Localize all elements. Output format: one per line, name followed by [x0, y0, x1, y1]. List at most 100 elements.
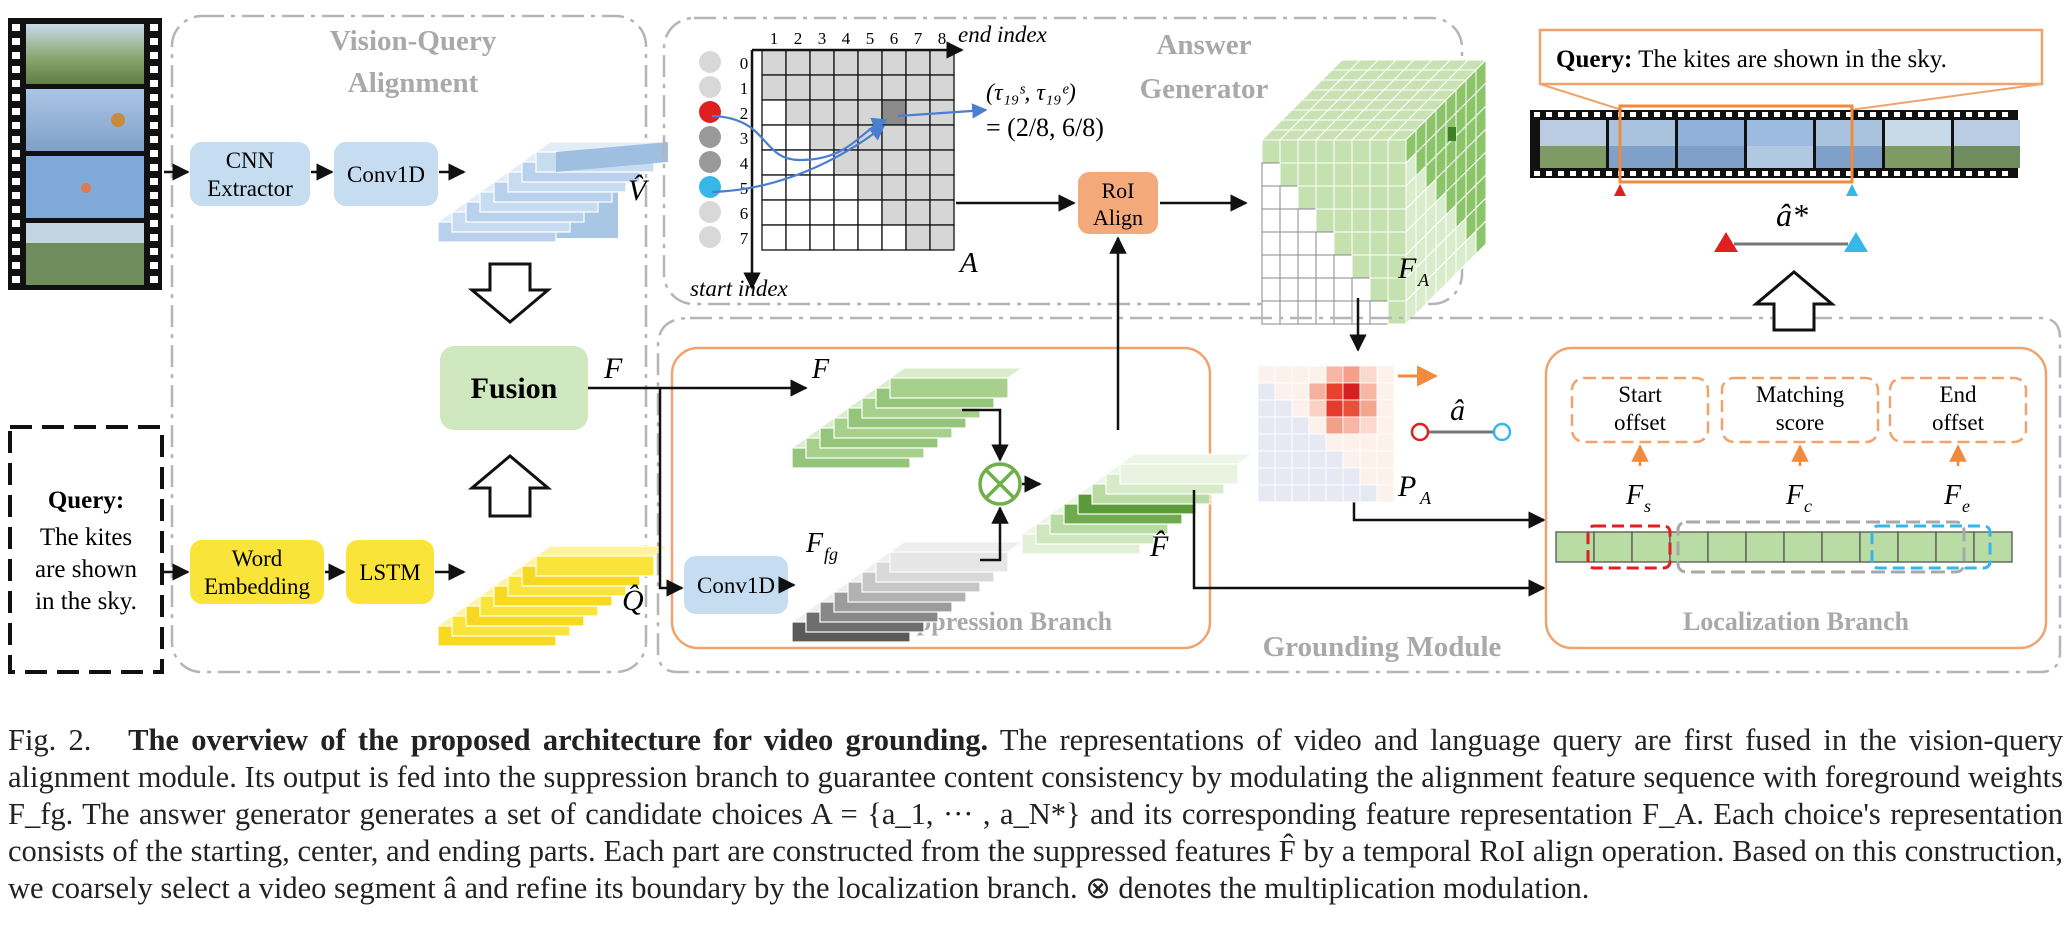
- svg-text:4: 4: [740, 154, 749, 173]
- fa-sub: A: [1417, 270, 1430, 290]
- fusion-label: Fusion: [471, 372, 558, 405]
- vqa-arrows: [164, 163, 466, 581]
- video-film-strip: [8, 18, 162, 290]
- v-hat-label: V̂: [628, 174, 650, 207]
- start-label-1: Start: [1618, 382, 1662, 407]
- vision-query-alignment-module: Vision-Query Alignment: [170, 14, 648, 674]
- ag-title-1: Answer: [1156, 29, 1251, 61]
- fa-label: F: [1397, 252, 1417, 285]
- up-hollow-arrow: [467, 454, 553, 518]
- conv1d-suppression-block: [684, 556, 788, 614]
- conv1d-top-label: Conv1D: [347, 162, 425, 187]
- answer-feature-block: [1260, 58, 1488, 326]
- localization-up-arrows: [1631, 444, 1967, 466]
- figure-caption: Fig. 2. The overview of the proposed arc…: [8, 722, 2063, 907]
- svg-text:1: 1: [770, 29, 779, 48]
- multiply-icon: [978, 462, 1022, 506]
- q-hat-label: Q̂: [622, 584, 644, 617]
- fe-sub: e: [1962, 496, 1970, 516]
- top-query-box: [1538, 28, 2044, 111]
- svg-text:3: 3: [818, 29, 827, 48]
- start-offset-box: [1570, 376, 1710, 444]
- a-matrix-label: A: [958, 247, 978, 279]
- roi-align-block: [1078, 172, 1158, 234]
- word-embedding-block: [190, 540, 324, 604]
- foreground-weight-stack: [790, 541, 1024, 643]
- cnn-label-1: CNN: [226, 148, 275, 173]
- svg-text:4: 4: [842, 29, 851, 48]
- fs-label: F: [1625, 480, 1644, 511]
- svg-text:7: 7: [740, 229, 749, 248]
- query-line-2: are shown: [35, 556, 138, 583]
- f-stack-label: F: [811, 354, 830, 385]
- f-label: F: [603, 352, 623, 385]
- query-label: Query:: [48, 487, 124, 514]
- end-index-label: end index: [958, 22, 1048, 47]
- lstm-block: [346, 540, 434, 604]
- conv1d-bottom-label: Conv1D: [697, 573, 775, 598]
- top-film-strip: [1530, 104, 2020, 196]
- fused-feature-stack: [790, 367, 1024, 469]
- svg-text:8: 8: [938, 29, 947, 48]
- svg-text:5: 5: [866, 29, 875, 48]
- start-index-label: start index: [690, 276, 789, 301]
- end-offset-box: [1888, 376, 2028, 444]
- caption-body: The representations of video and languag…: [8, 723, 2064, 905]
- pa-label: P: [1397, 470, 1416, 503]
- lstm-label: LSTM: [359, 560, 420, 585]
- end-label-2: offset: [1932, 410, 1985, 435]
- grounding-title: Grounding Module: [1263, 631, 1502, 663]
- start-label-2: offset: [1614, 410, 1667, 435]
- query-input-box: Query: The kites are shown in the sky.: [8, 425, 164, 674]
- localization-feature-sequence: [1555, 520, 2013, 574]
- caption-bold: The overview of the proposed architectur…: [128, 723, 989, 757]
- query-line-1: The kites: [40, 524, 132, 551]
- cnn-extractor-block: [190, 142, 310, 206]
- query-feature-stack: [436, 545, 670, 647]
- svg-text:3: 3: [740, 129, 749, 148]
- cnn-label-2: Extractor: [207, 176, 293, 201]
- roi-label-2: Align: [1093, 205, 1143, 230]
- vqa-title-1: Vision-Query: [330, 25, 497, 57]
- coarse-segment: [1398, 365, 1512, 442]
- f-hat-label: F̂: [1149, 530, 1169, 563]
- caption-fig: Fig. 2.: [8, 723, 92, 757]
- query-line-3: in the sky.: [35, 588, 137, 615]
- fc-sub: c: [1804, 496, 1812, 516]
- fc-label: F: [1785, 480, 1804, 511]
- svg-text:2: 2: [740, 104, 749, 123]
- conv1d-video-block: [334, 142, 438, 206]
- down-hollow-arrow: [467, 262, 553, 324]
- ffg-label: F: [805, 528, 824, 559]
- fs-sub: s: [1644, 496, 1651, 516]
- suppressed-feature-stack: [1020, 453, 1254, 555]
- match-label-2: score: [1776, 410, 1825, 435]
- top-query-text: Query: The kites are shown in the sky.: [1556, 46, 1947, 73]
- match-label-1: Matching: [1756, 382, 1845, 407]
- answer-generator-module: Answer Generator: [662, 16, 1464, 306]
- svg-text:6: 6: [740, 204, 749, 223]
- matching-score-box: [1720, 376, 1880, 444]
- output-hollow-arrow: [1751, 270, 1837, 332]
- localization-branch-box: [1544, 346, 2048, 650]
- probability-heatmap: [1257, 365, 1395, 503]
- pa-sub: A: [1419, 488, 1432, 508]
- ag-title-2: Generator: [1140, 73, 1269, 105]
- fusion-block: [440, 346, 588, 430]
- roi-label-1: RoI: [1102, 178, 1135, 203]
- a-hat-label: â: [1450, 394, 1465, 427]
- tau-equation: = (2/8, 6/8): [986, 113, 1104, 142]
- tau-label: (τ₁₉ˢ, τ₁₉ᵉ): [986, 80, 1076, 106]
- svg-text:1: 1: [740, 79, 749, 98]
- localization-title: Localization Branch: [1683, 607, 1910, 636]
- svg-text:6: 6: [890, 29, 899, 48]
- svg-text:2: 2: [794, 29, 803, 48]
- grounding-module: Grounding Module: [656, 316, 2062, 674]
- end-label-1: End: [1939, 382, 1977, 407]
- word-label-2: Embedding: [204, 574, 311, 599]
- video-feature-stack: [436, 141, 670, 243]
- vqa-title-2: Alignment: [348, 67, 479, 99]
- refined-segment: [1714, 232, 1868, 252]
- svg-text:7: 7: [914, 29, 923, 48]
